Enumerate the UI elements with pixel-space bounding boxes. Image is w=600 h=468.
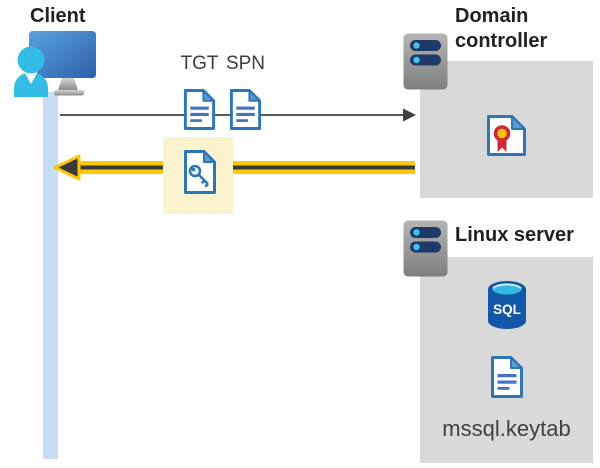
linux-server-label: Linux server (455, 224, 574, 246)
domain-controller-server-icon (403, 33, 448, 90)
tgt-document-icon (183, 89, 216, 130)
ribbon-icon (497, 138, 507, 152)
response-arrow (53, 154, 415, 181)
spn-document-icon (229, 89, 262, 130)
monitor-icon (29, 31, 96, 78)
key-document-icon (184, 150, 216, 194)
client-label: Client (30, 5, 86, 27)
person-icon (14, 72, 48, 97)
spn-label: SPN (225, 53, 266, 74)
client-lifeline (43, 92, 58, 459)
tgt-label: TGT (180, 53, 219, 74)
linux-server-icon (403, 220, 448, 277)
client-workstation-icon (14, 31, 96, 97)
sql-database-icon: SQL (488, 281, 526, 329)
key-icon (188, 164, 209, 188)
monitor-stand (58, 78, 78, 90)
keytab-label: mssql.keytab (442, 416, 571, 441)
sql-icon-label: SQL (493, 302, 521, 317)
domain-controller-label: Domain controller (455, 5, 548, 52)
certificate-icon (487, 115, 526, 156)
keytab-document-icon (491, 356, 523, 398)
